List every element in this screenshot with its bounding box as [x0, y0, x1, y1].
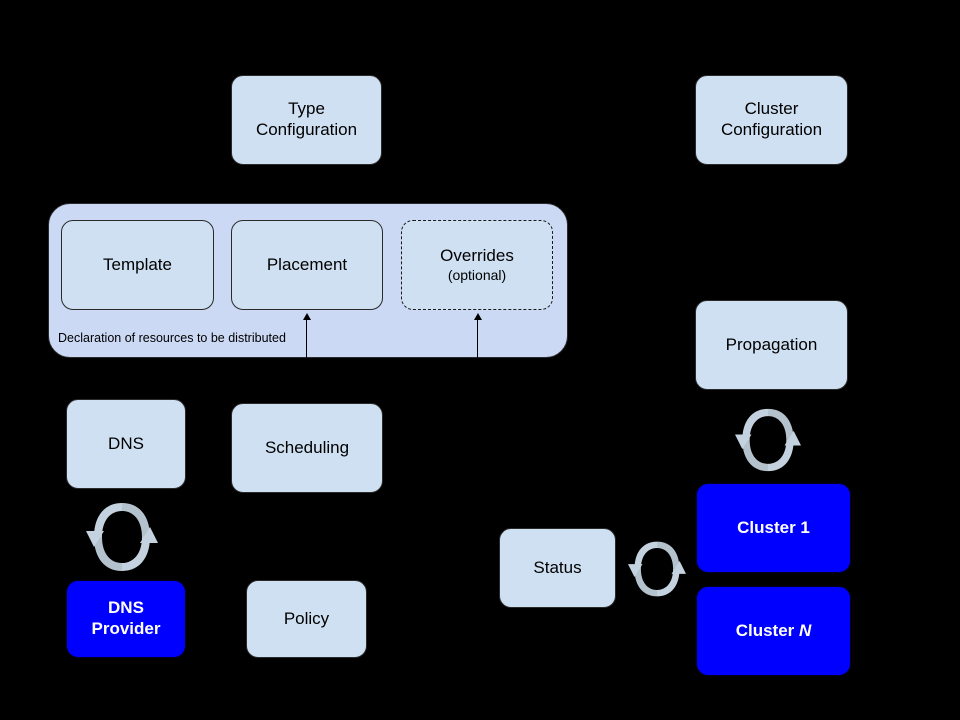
node-type-configuration-text: Type Configuration: [256, 99, 357, 140]
node-overrides-sublabel: (optional): [447, 266, 507, 283]
node-overrides-text: Overrides (optional): [440, 246, 514, 284]
node-status-label: Status: [533, 557, 582, 577]
sync-loop-icon-dns: [86, 497, 158, 577]
node-cluster-configuration-line1: Cluster: [744, 99, 799, 119]
node-overrides[interactable]: Overrides (optional): [401, 220, 553, 310]
node-template-label: Template: [103, 254, 172, 274]
node-template[interactable]: Template: [61, 220, 214, 310]
node-propagation[interactable]: Propagation: [695, 300, 848, 390]
node-placement-label: Placement: [266, 254, 348, 274]
node-placement[interactable]: Placement: [231, 220, 383, 310]
node-dns-provider[interactable]: DNS Provider: [66, 580, 186, 658]
node-overrides-label: Overrides: [440, 246, 514, 266]
node-cluster-n-label: Cluster N: [736, 621, 812, 642]
node-propagation-label: Propagation: [725, 334, 818, 354]
node-scheduling[interactable]: Scheduling: [231, 403, 383, 493]
node-dns[interactable]: DNS: [66, 399, 186, 489]
node-type-configuration-line1: Type: [288, 99, 325, 119]
node-cluster-n-suffix: N: [799, 620, 812, 640]
node-scheduling-label: Scheduling: [264, 437, 350, 457]
node-policy-label: Policy: [283, 608, 330, 628]
node-dns-provider-line1: DNS: [108, 598, 144, 618]
group-caption: Declaration of resources to be distribut…: [58, 331, 286, 345]
node-cluster-configuration[interactable]: Cluster Configuration: [695, 75, 848, 165]
node-dns-provider-line2: Provider: [91, 619, 161, 638]
sync-loop-icon-status: [628, 530, 686, 608]
node-cluster-configuration-line2: Configuration: [720, 120, 823, 139]
node-cluster-1[interactable]: Cluster 1: [696, 483, 851, 573]
node-dns-label: DNS: [108, 433, 144, 453]
sync-loop-icon-propagation: [735, 398, 801, 482]
node-type-configuration-line2: Configuration: [255, 120, 358, 139]
node-cluster-n[interactable]: Cluster N: [696, 586, 851, 676]
node-policy[interactable]: Policy: [246, 580, 367, 658]
node-type-configuration[interactable]: Type Configuration: [231, 75, 382, 165]
node-status[interactable]: Status: [499, 528, 616, 608]
node-cluster-n-prefix: Cluster: [735, 620, 799, 640]
node-dns-provider-text: DNS Provider: [92, 598, 161, 639]
node-cluster-configuration-text: Cluster Configuration: [721, 99, 822, 140]
node-cluster-1-label: Cluster 1: [737, 517, 810, 537]
